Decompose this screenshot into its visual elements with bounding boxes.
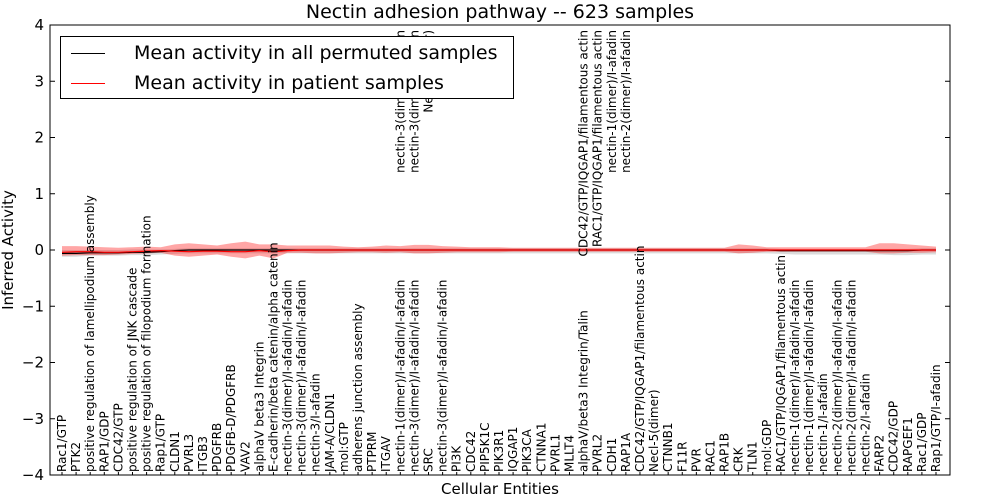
x-tick-label: adherens junction assembly: [351, 303, 365, 472]
x-tick-label: VAV2: [238, 441, 252, 472]
x-tick-label: PI3K: [450, 445, 464, 472]
x-tick-label: PDGFRB: [210, 423, 224, 472]
y-tick-label: −2: [22, 354, 44, 372]
x-tick-label: Rap1/GTP: [154, 414, 168, 472]
x-tick-label: nectin-2/I-afadin: [859, 373, 873, 472]
x-tick-label: ITGB3: [196, 436, 210, 472]
line-series-1: [61, 249, 936, 253]
x-tick-label: nectin-2(dimer)/I-afadin/I-afadin: [844, 280, 858, 472]
x-tick-label: MLLT4: [563, 435, 577, 472]
x-tick-label: CDC42/GTP: [111, 403, 125, 472]
y-axis: 4 3 2 1 0 −1 −2 −3 −4: [22, 16, 950, 484]
x-tick-label: RAPGEF1: [901, 417, 915, 472]
x-tick-label: CTNNA1: [534, 422, 548, 472]
x-tick-label: nectin-3(dimer)/I-afadin/I-afadin: [436, 280, 450, 472]
x-tick-label: nectin-3(dimer)/I-afadin/I-afadin: [281, 280, 295, 472]
x-tick-label: nectin-1(dimer)/I-afadin/I-afadin: [788, 280, 802, 472]
y-tick-label: 0: [34, 241, 44, 259]
x-tick-label: positive regulation of filopodium format…: [140, 215, 154, 472]
y-tick-label: 2: [34, 129, 44, 147]
x-tick-label: mol:GTP: [337, 422, 351, 472]
x-tick-label: CDC42/GTP/IQGAP1/filamentous actin: [633, 246, 647, 472]
legend-swatch-permuted: [71, 52, 105, 54]
x-tick-label: Rac1/GTP: [55, 415, 69, 472]
legend-entry-permuted: Mean activity in all permuted samples: [71, 41, 497, 65]
x-tick-label: E-cadherin/beta catenin/alpha catenin: [267, 242, 281, 472]
x-tick-label: alphaV/beta3 Integrin/Talin: [577, 310, 591, 472]
x-tick-label: nectin-1(dimer)/I-afadin/I-afadin: [393, 280, 407, 472]
x-tick-label: positive regulation of lamellipodium ass…: [83, 195, 97, 472]
x-tick-label: nectin-2(dimer)/I-afadin/I-afadin: [830, 280, 844, 472]
x-tick-label: PTK2: [69, 442, 83, 472]
x-tick-label: nectin-1(dimer)/I-afadin/I-afadin: [802, 280, 816, 472]
x-tick-label: Necl-5(dimer): [647, 389, 661, 472]
y-tick-label: −4: [22, 466, 44, 484]
legend-swatch-patient: [71, 82, 105, 84]
x-tick-label: PIK3CA: [520, 428, 534, 472]
chart-title: Nectin adhesion pathway -- 623 samples: [306, 1, 694, 23]
x-tick-label: nectin-1/I-afadin: [816, 373, 830, 472]
x-tick-label: PVRL2: [591, 434, 605, 472]
x-tick-label: ITGAV: [379, 435, 393, 472]
x-tick-label-upper: nectin-2(dimer)/I-afadin: [619, 30, 633, 173]
x-tick-label: RAP1/GDP: [97, 411, 111, 472]
x-tick-label: RAP1B: [718, 433, 732, 472]
x-tick-label: positive regulation of JNK cascade: [126, 268, 140, 472]
y-tick-label: 4: [34, 16, 44, 34]
x-tick-label: CDC42: [464, 431, 478, 472]
plot-frame: [49, 24, 951, 476]
x-tick-label: RAC1: [704, 440, 718, 472]
x-tick-label: PTPRM: [365, 432, 379, 473]
x-tick-label-upper: nectin-1(dimer)/I-afadin: [605, 30, 619, 173]
x-tick-label: alphaV beta3 Integrin: [252, 341, 266, 472]
x-tick-label: CDC42/GDP: [887, 401, 901, 472]
x-tick-label: CTNNB1: [661, 422, 675, 472]
x-tick-label: IQGAP1: [506, 427, 520, 472]
x-tick-label: PVRL3: [182, 434, 196, 472]
legend-entry-patient: Mean activity in patient samples: [71, 71, 444, 95]
y-axis-label: Inferred Activity: [0, 190, 17, 310]
x-tick-label-upper: RAC1/GTP/IQGAP1/filamentous actin: [591, 30, 605, 247]
x-tick-label: PIK3R1: [492, 430, 506, 472]
series-lines: [61, 249, 936, 254]
x-tick-label: TLN1: [746, 441, 760, 473]
y-tick-label: 1: [34, 185, 44, 203]
x-tick-label: nectin-3/I-afadin: [309, 373, 323, 472]
x-tick-label: nectin-3(dimer)/I-afadin/I-afadin: [295, 280, 309, 472]
legend-label-permuted: Mean activity in all permuted samples: [134, 42, 498, 64]
x-tick-label: FARP2: [873, 435, 887, 472]
x-tick-label: PDGFB-D/PDGFRB: [224, 364, 238, 472]
x-tick-label: F11R: [675, 441, 689, 472]
legend-label-patient: Mean activity in patient samples: [134, 72, 444, 94]
y-tick-label: −1: [22, 297, 44, 315]
x-tick-label: Rap1/GTP/I-afadin: [929, 364, 943, 472]
x-tick-label: PVR: [689, 448, 703, 472]
x-tick-label: mol:GDP: [760, 420, 774, 472]
x-tick-label: CDH1: [605, 438, 619, 472]
x-tick-label: JAM-A/CLDN1: [323, 393, 337, 473]
y-tick-label: −3: [22, 410, 44, 428]
chart-legend: Mean activity in all permuted samples Me…: [60, 36, 514, 99]
x-axis-label: Cellular Entities: [441, 480, 559, 498]
x-tick-label: SRC: [422, 448, 436, 472]
x-tick-label: RAP1A: [619, 432, 633, 472]
x-tick-label-upper: CDC42/GTP/IQGAP1/filamentous actin: [577, 30, 591, 256]
x-tick-label: CRK: [732, 446, 746, 472]
x-tick-label: PIP5K1C: [478, 422, 492, 472]
x-tick-label: Rac1/GDP: [915, 413, 929, 472]
y-tick-label: 3: [34, 72, 44, 90]
x-tick-label: PVRL1: [548, 434, 562, 472]
x-tick-label: nectin-3(dimer)/I-afadin/I-afadin: [407, 280, 421, 472]
x-tick-label: CLDN1: [168, 431, 182, 472]
x-tick-label: RAC1/GTP/IQGAP1/filamentous actin: [774, 255, 788, 472]
